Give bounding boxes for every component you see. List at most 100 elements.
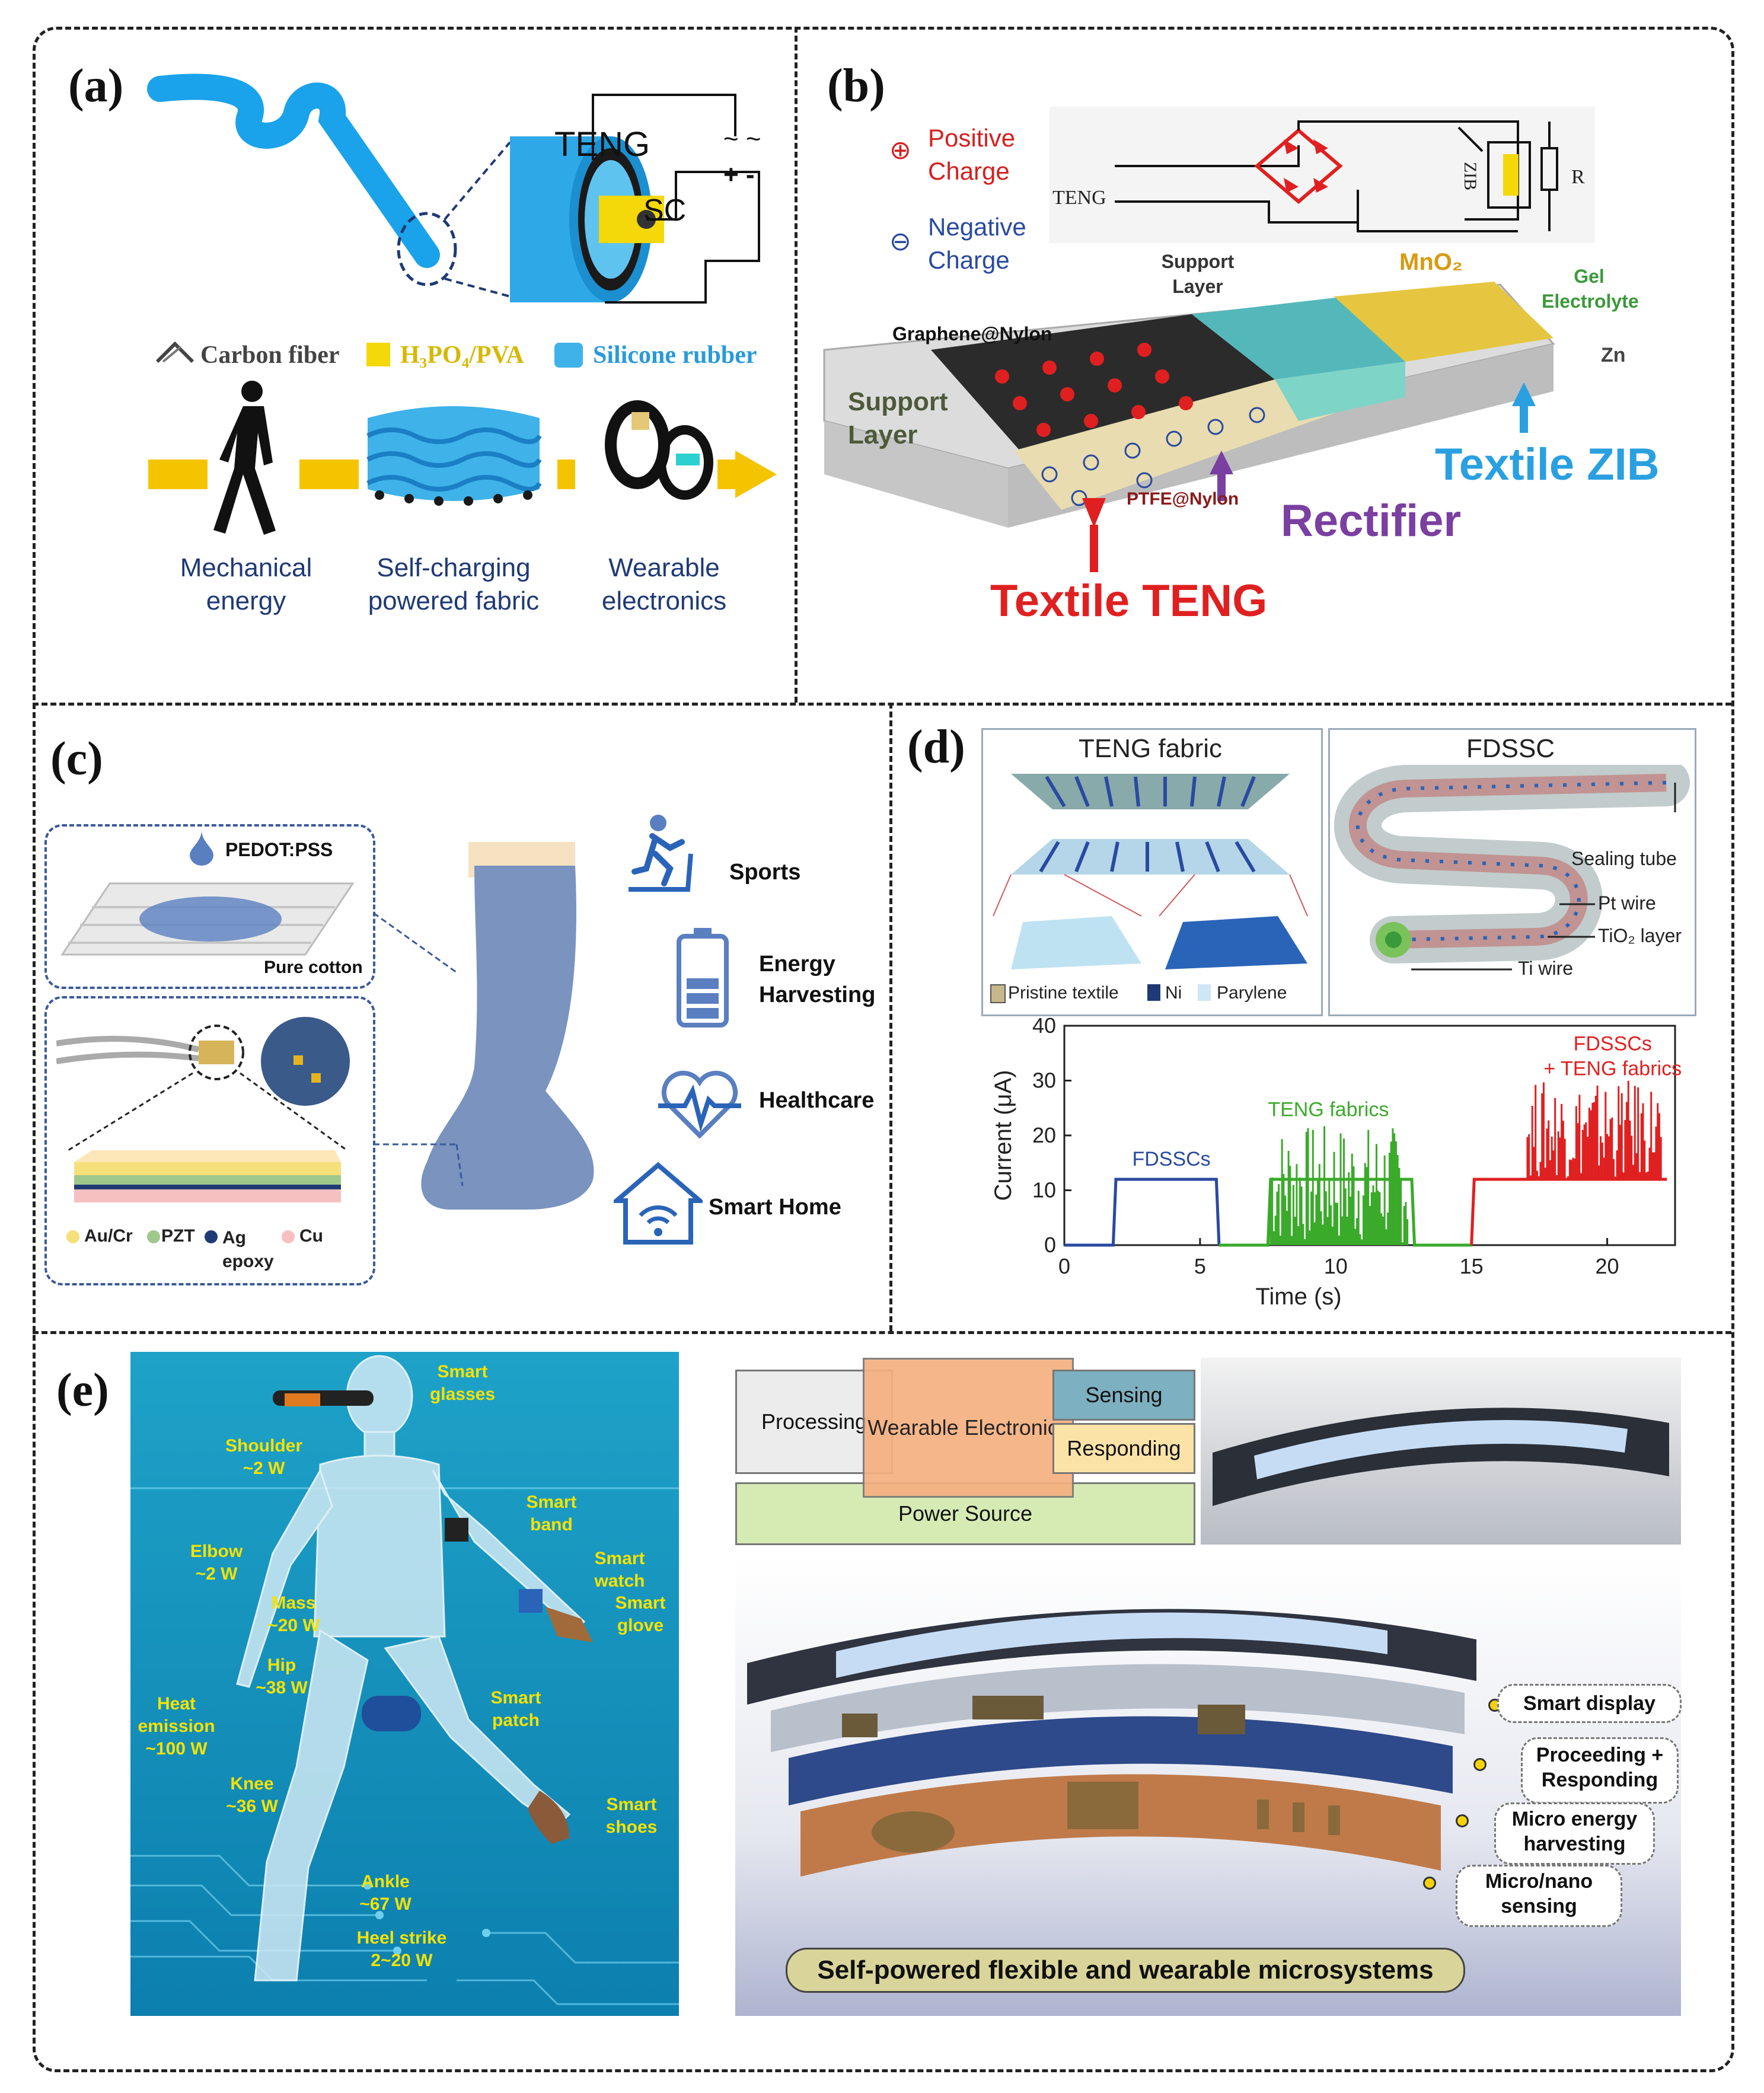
x-axis-label: Time (s) xyxy=(1255,1284,1341,1310)
callout-micro-nano-sensing: Micro/nano sensing xyxy=(1456,1865,1622,1927)
walking-person-icon xyxy=(213,381,276,535)
label-elbow: Elbow ~2 W xyxy=(190,1542,243,1584)
x-tick-label: 20 xyxy=(1596,1254,1619,1278)
pzt-dot xyxy=(147,1230,160,1243)
y-tick-label: 10 xyxy=(1032,1178,1056,1202)
fdssc-title: FDSSC xyxy=(1466,734,1555,763)
divider-cd xyxy=(889,703,892,1331)
y-tick-label: 0 xyxy=(1044,1233,1056,1257)
support-layer-top-label: Support Layer xyxy=(1161,251,1235,297)
legend-carbon-fiber: Carbon fiber xyxy=(200,342,340,369)
block-sensing: Sensing xyxy=(1052,1370,1195,1421)
fdssc-sealing-tube: Sealing tube xyxy=(1571,848,1677,869)
h3po4-pva-swatch xyxy=(366,343,390,366)
smart-home-icon xyxy=(614,1162,703,1245)
pzt-inset xyxy=(44,996,375,1285)
x-tick-label: 5 xyxy=(1194,1254,1206,1278)
pedot-pss-label: PEDOT:PSS xyxy=(225,839,333,860)
battery-icon xyxy=(677,928,729,1028)
divider-ab xyxy=(795,27,798,703)
support-layer-left-label: Support Layer xyxy=(848,387,948,449)
legend-pristine-textile: Pristine textile xyxy=(1008,983,1119,1003)
callout-proceeding-responding: Proceeding + Responding xyxy=(1521,1737,1679,1804)
block-responding: Responding xyxy=(1052,1423,1195,1474)
pristine-textile-swatch xyxy=(990,984,1006,1003)
mno2-label: MnO₂ xyxy=(1399,249,1463,275)
fdssc-box xyxy=(1328,728,1696,1016)
silicone-rubber-swatch xyxy=(554,343,583,368)
ni-swatch xyxy=(1147,984,1160,1001)
parylene-swatch xyxy=(1198,984,1211,1001)
panel-d-label: (d) xyxy=(907,721,965,773)
rectifier-label: Rectifier xyxy=(1281,496,1462,546)
cu-dot xyxy=(282,1230,295,1243)
self-charging-fabric-icon xyxy=(366,406,542,506)
fdssc-ti-wire: Ti wire xyxy=(1518,958,1574,979)
series-label-0: FDSSCs xyxy=(1132,1148,1210,1170)
pzt-sensor-illustration xyxy=(56,1017,350,1202)
energy-flow-arrow xyxy=(148,451,777,498)
series-label-2-line1: FDSSCs xyxy=(1574,1032,1652,1055)
label-mass: Mass ~20 W xyxy=(267,1593,320,1635)
panel-e-label: (e) xyxy=(56,1364,109,1416)
graphene-nylon-label: Graphene@Nylon xyxy=(892,323,1052,344)
wireframe-human xyxy=(236,1355,593,1982)
panel-a-label: (a) xyxy=(68,60,124,112)
circuit-zib-label: ZIB xyxy=(1460,161,1481,191)
panel-b-label: (b) xyxy=(827,60,885,112)
carbon-fiber-icon xyxy=(155,341,194,363)
wristband-icon xyxy=(605,400,713,500)
rectifier-circuit xyxy=(1050,107,1595,243)
ac-signs: ~ ~ xyxy=(723,125,761,154)
y-tick-label: 40 xyxy=(1032,1017,1056,1038)
app-sports: Sports xyxy=(729,860,801,885)
flow-mechanical-energy: Mechanical energy xyxy=(180,553,312,615)
label-smart-glasses: Smart glasses xyxy=(429,1362,496,1404)
series-line-1 xyxy=(1218,1178,1472,1247)
curved-display-photo xyxy=(1201,1358,1681,1545)
legend-h3po4-pva: H₃PO₄/PVA xyxy=(400,342,524,369)
layer-dot-sensing xyxy=(1423,1877,1436,1890)
dc-signs: + - xyxy=(723,160,755,189)
legend-cu: Cu xyxy=(299,1226,323,1246)
cotton-fabric-icon xyxy=(60,882,355,956)
app-energy-harvesting: Energy Harvesting xyxy=(759,952,876,1007)
divider-row2 xyxy=(33,1331,1731,1334)
callout-micro-energy: Micro energy harvesting xyxy=(1494,1802,1655,1865)
series-line-2 xyxy=(1470,1178,1667,1246)
textile-zib-label: Textile ZIB xyxy=(1435,439,1660,490)
callout-smart-display: Smart display xyxy=(1497,1684,1682,1723)
teng-fabric-title: TENG fabric xyxy=(1078,734,1223,763)
x-tick-label: 15 xyxy=(1460,1254,1484,1278)
app-healthcare: Healthcare xyxy=(759,1088,875,1113)
inset-connector-lines xyxy=(373,913,464,1186)
textile-device-illustration xyxy=(823,282,1555,572)
negative-charge-symbol: ⊖ xyxy=(889,227,911,256)
teng-fabric-illustration xyxy=(993,774,1308,969)
series-label-1: TENG fabrics xyxy=(1268,1099,1389,1121)
series-line-0 xyxy=(1064,1178,1221,1247)
y-tick-label: 20 xyxy=(1032,1123,1056,1147)
negative-charge-label: Negative Charge xyxy=(928,213,1026,274)
label-knee: Knee ~36 W xyxy=(226,1774,278,1816)
divider-row1 xyxy=(33,703,1731,706)
fdssc-illustration xyxy=(1334,765,1690,971)
legend-silicone-rubber: Silicone rubber xyxy=(593,342,757,369)
circuit-teng-label: TENG xyxy=(1052,187,1106,209)
label-smart-band: Smart band xyxy=(526,1492,577,1534)
y-axis-label: Current (μA) xyxy=(990,1070,1016,1201)
legend-ag-epoxy: Ag epoxy xyxy=(222,1228,274,1271)
zn-label: Zn xyxy=(1601,344,1626,366)
positive-charge-label: Positive Charge xyxy=(928,124,1016,185)
teng-fabric-box xyxy=(981,728,1323,1016)
teng-label: TENG xyxy=(554,125,650,164)
legend-parylene: Parylene xyxy=(1217,983,1287,1003)
label-smart-watch: Smart watch xyxy=(594,1549,645,1591)
label-ankle: Ankle ~67 W xyxy=(359,1872,412,1914)
layer-dot-proceeding xyxy=(1473,1758,1487,1771)
fdssc-tio2-layer: TiO₂ layer xyxy=(1598,925,1682,946)
x-tick-label: 10 xyxy=(1324,1254,1348,1278)
label-heat-emission: Heat emission ~100 W xyxy=(138,1694,215,1759)
flow-wearable-electronics: Wearable electronics xyxy=(601,553,727,615)
